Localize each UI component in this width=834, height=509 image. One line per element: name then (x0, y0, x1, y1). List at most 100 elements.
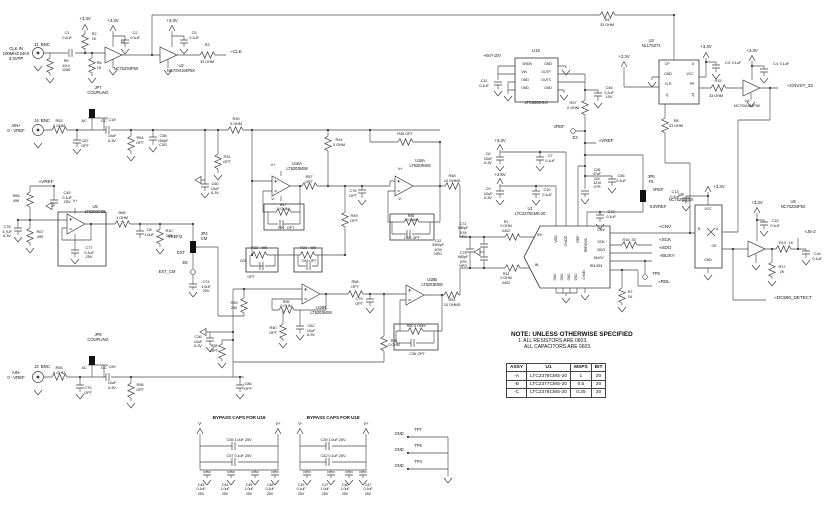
c57-label: C57 0.1uF 25V (226, 453, 252, 458)
c49-label: C49 1.0uF 25V (244, 483, 254, 496)
u5-label: U5 LT6202CS5 (84, 204, 106, 214)
adc-pin-vdd: VDD (553, 235, 558, 243)
c61-label: C61 OPT (277, 226, 295, 230)
j4-bnc (32, 124, 44, 136)
c42-label: C42 0.1uF 25V (320, 453, 346, 458)
r35-label: R35 0 OHM (280, 300, 292, 309)
r16-label: R16 33 (622, 237, 636, 242)
asm-a-bit: 20 (590, 371, 607, 381)
u3-pin-pr: PR (689, 82, 695, 86)
note-title: NOTE: UNLESS OTHERWISE SPECIFIED (511, 331, 633, 338)
assembly-table: ASSY U1 MSPS BIT -A LTC2378CMS-20 1 20 -… (505, 362, 607, 398)
c65-label: C65 OPT (404, 236, 420, 240)
sdo-net: «SDO (658, 246, 672, 251)
jp4-label: JP4 CM (200, 231, 208, 241)
u15-pin-gnd2: GND (521, 86, 529, 90)
asm-row-a: -A LTC2378CMS-20 1 20 (505, 371, 607, 381)
u16a-label: U16A LT6203MS8 (286, 161, 308, 171)
e3-label: E3 (572, 135, 578, 140)
u18a-label: U18A LT6203MS8 (409, 158, 431, 168)
r6-label: R6 1K (96, 60, 102, 70)
asm-b-msps: 0.5 (570, 379, 592, 390)
c6-label: C6 10uF 6.3V (483, 151, 493, 166)
pwr-2v5-adc: +2.5V (494, 172, 506, 177)
c38-label: C38 OPT (409, 352, 425, 356)
tp7-label: TP7 (414, 427, 422, 432)
u8-pin-vcc: VCC (704, 207, 712, 211)
u8-switch-glyph (706, 227, 716, 237)
u18b-feedback-box (393, 323, 439, 351)
r45-label: R45 OPT (397, 131, 413, 136)
r44-label: R44 0 OHM (333, 137, 345, 147)
c43-label: C43 0.1uF 25V (196, 483, 206, 496)
vref-e3: VREF (553, 124, 565, 129)
asm-header-u1: U1 (526, 362, 572, 373)
c7-label: C7 0.1uF (545, 153, 555, 163)
ain-neg: AIN- 0 - VREF (7, 370, 25, 381)
adc-pin-ref: REF (575, 235, 580, 243)
cnvst-net: «CNVST_33 (787, 84, 813, 89)
r13-label: R13 1K (778, 240, 794, 245)
c45-label: C45 0.1uF 25V (62, 190, 72, 205)
notes-block: NOTE: UNLESS OTHERWISE SPECIFIED 1. ALL … (511, 331, 633, 350)
adc-pin-rdl: RDL/SDI (589, 264, 603, 268)
c62-label: C62 10uF 6.3V (306, 323, 316, 338)
c77-label: C77 0.1uF 25V (84, 245, 94, 260)
asm-header-bit: BIT (590, 362, 607, 373)
c55-label: C55 1.0uF 25V (226, 437, 252, 442)
u15-vin-range: +6V/+10V (483, 53, 501, 58)
c19-label: C19 0.1uF 25V (296, 483, 306, 496)
r40-label: R40 OPT (269, 325, 277, 335)
jp5-08vref: 0.8VREF (649, 204, 667, 209)
c10-label: C10 0.1uF (542, 187, 552, 197)
c26-label: C26 47uF 10V 1210 X7R (592, 168, 602, 190)
c17-label: C17 1.0uF 25V (320, 483, 330, 496)
c48-label: C48 0.1uF 25V (265, 483, 275, 496)
u5-opamp (66, 213, 86, 235)
adc-pin-chain: CHAIN (582, 270, 587, 280)
asm-b-bit: 20 (590, 379, 607, 390)
junction-dots (16, 13, 800, 471)
c12-label: C12 3300pF 10% NPO (432, 239, 444, 256)
u9-buffer (747, 240, 766, 258)
u3-pin-vcc: VCC (686, 72, 694, 76)
r34-label: R34 499 (300, 245, 316, 250)
u5-vplus: V+ (72, 198, 78, 203)
u15-pin-shdn: SHDN (522, 62, 532, 66)
c11-label: C11 0.1uF (479, 78, 489, 88)
u9-label: U9 NC7SZ04P5X (780, 199, 806, 209)
c71-label: C71 680pF 10% NPO (457, 222, 469, 239)
c36-label: C36 10uF 6.3V (193, 334, 203, 349)
u16a-vminus: V- (271, 196, 275, 201)
u15-pin-vin: VIN (521, 70, 527, 74)
asm-a-part: LTC2378CMS-20 (526, 371, 572, 381)
jumpers (89, 109, 646, 365)
r15-val: 33 OHM (709, 93, 723, 98)
cnv-net: «CNV (658, 225, 672, 230)
j52-net: «J5-2 (804, 230, 816, 235)
u8-pin-oe: OE (711, 244, 717, 248)
note-line-1: 1. ALL RESISTORS ARE 0603. (518, 338, 588, 344)
c86-label: C86 OPT (244, 381, 252, 391)
u8-label: U8 NC7SZ66P5X (668, 192, 694, 202)
r52-label: R52 0 OHM (388, 339, 400, 348)
u16a-opamp (271, 175, 291, 197)
j2-bnc (32, 371, 44, 383)
asm-b-assy: -B (505, 379, 528, 390)
u5-guard-box (57, 211, 107, 267)
c46-label: C46 2.2uF 10V (604, 85, 614, 100)
asm-a-msps: 1 (570, 371, 592, 381)
r66-label: R66 499 (12, 193, 20, 203)
vref2-label: VREF/2 (167, 234, 183, 239)
j4-ref: J4 BNC (34, 118, 50, 123)
c74-label: C74 1.0uF 25V (201, 279, 211, 294)
c76-label: C76 OPT (349, 188, 357, 198)
asm-b-part: LTC2377CMS-20 (526, 379, 572, 390)
adc-pin-ovdd: OVDD (563, 235, 568, 247)
r3-val: 33 OHM (200, 59, 214, 64)
c78-label: C78 4.7uF 6.3V (2, 224, 12, 239)
jp8-ac: AC (81, 365, 87, 370)
byp18-vplus: V+ (363, 421, 369, 426)
adc-pin-gnd3: GND (567, 273, 572, 281)
tp6-label: TP6 (414, 443, 422, 448)
